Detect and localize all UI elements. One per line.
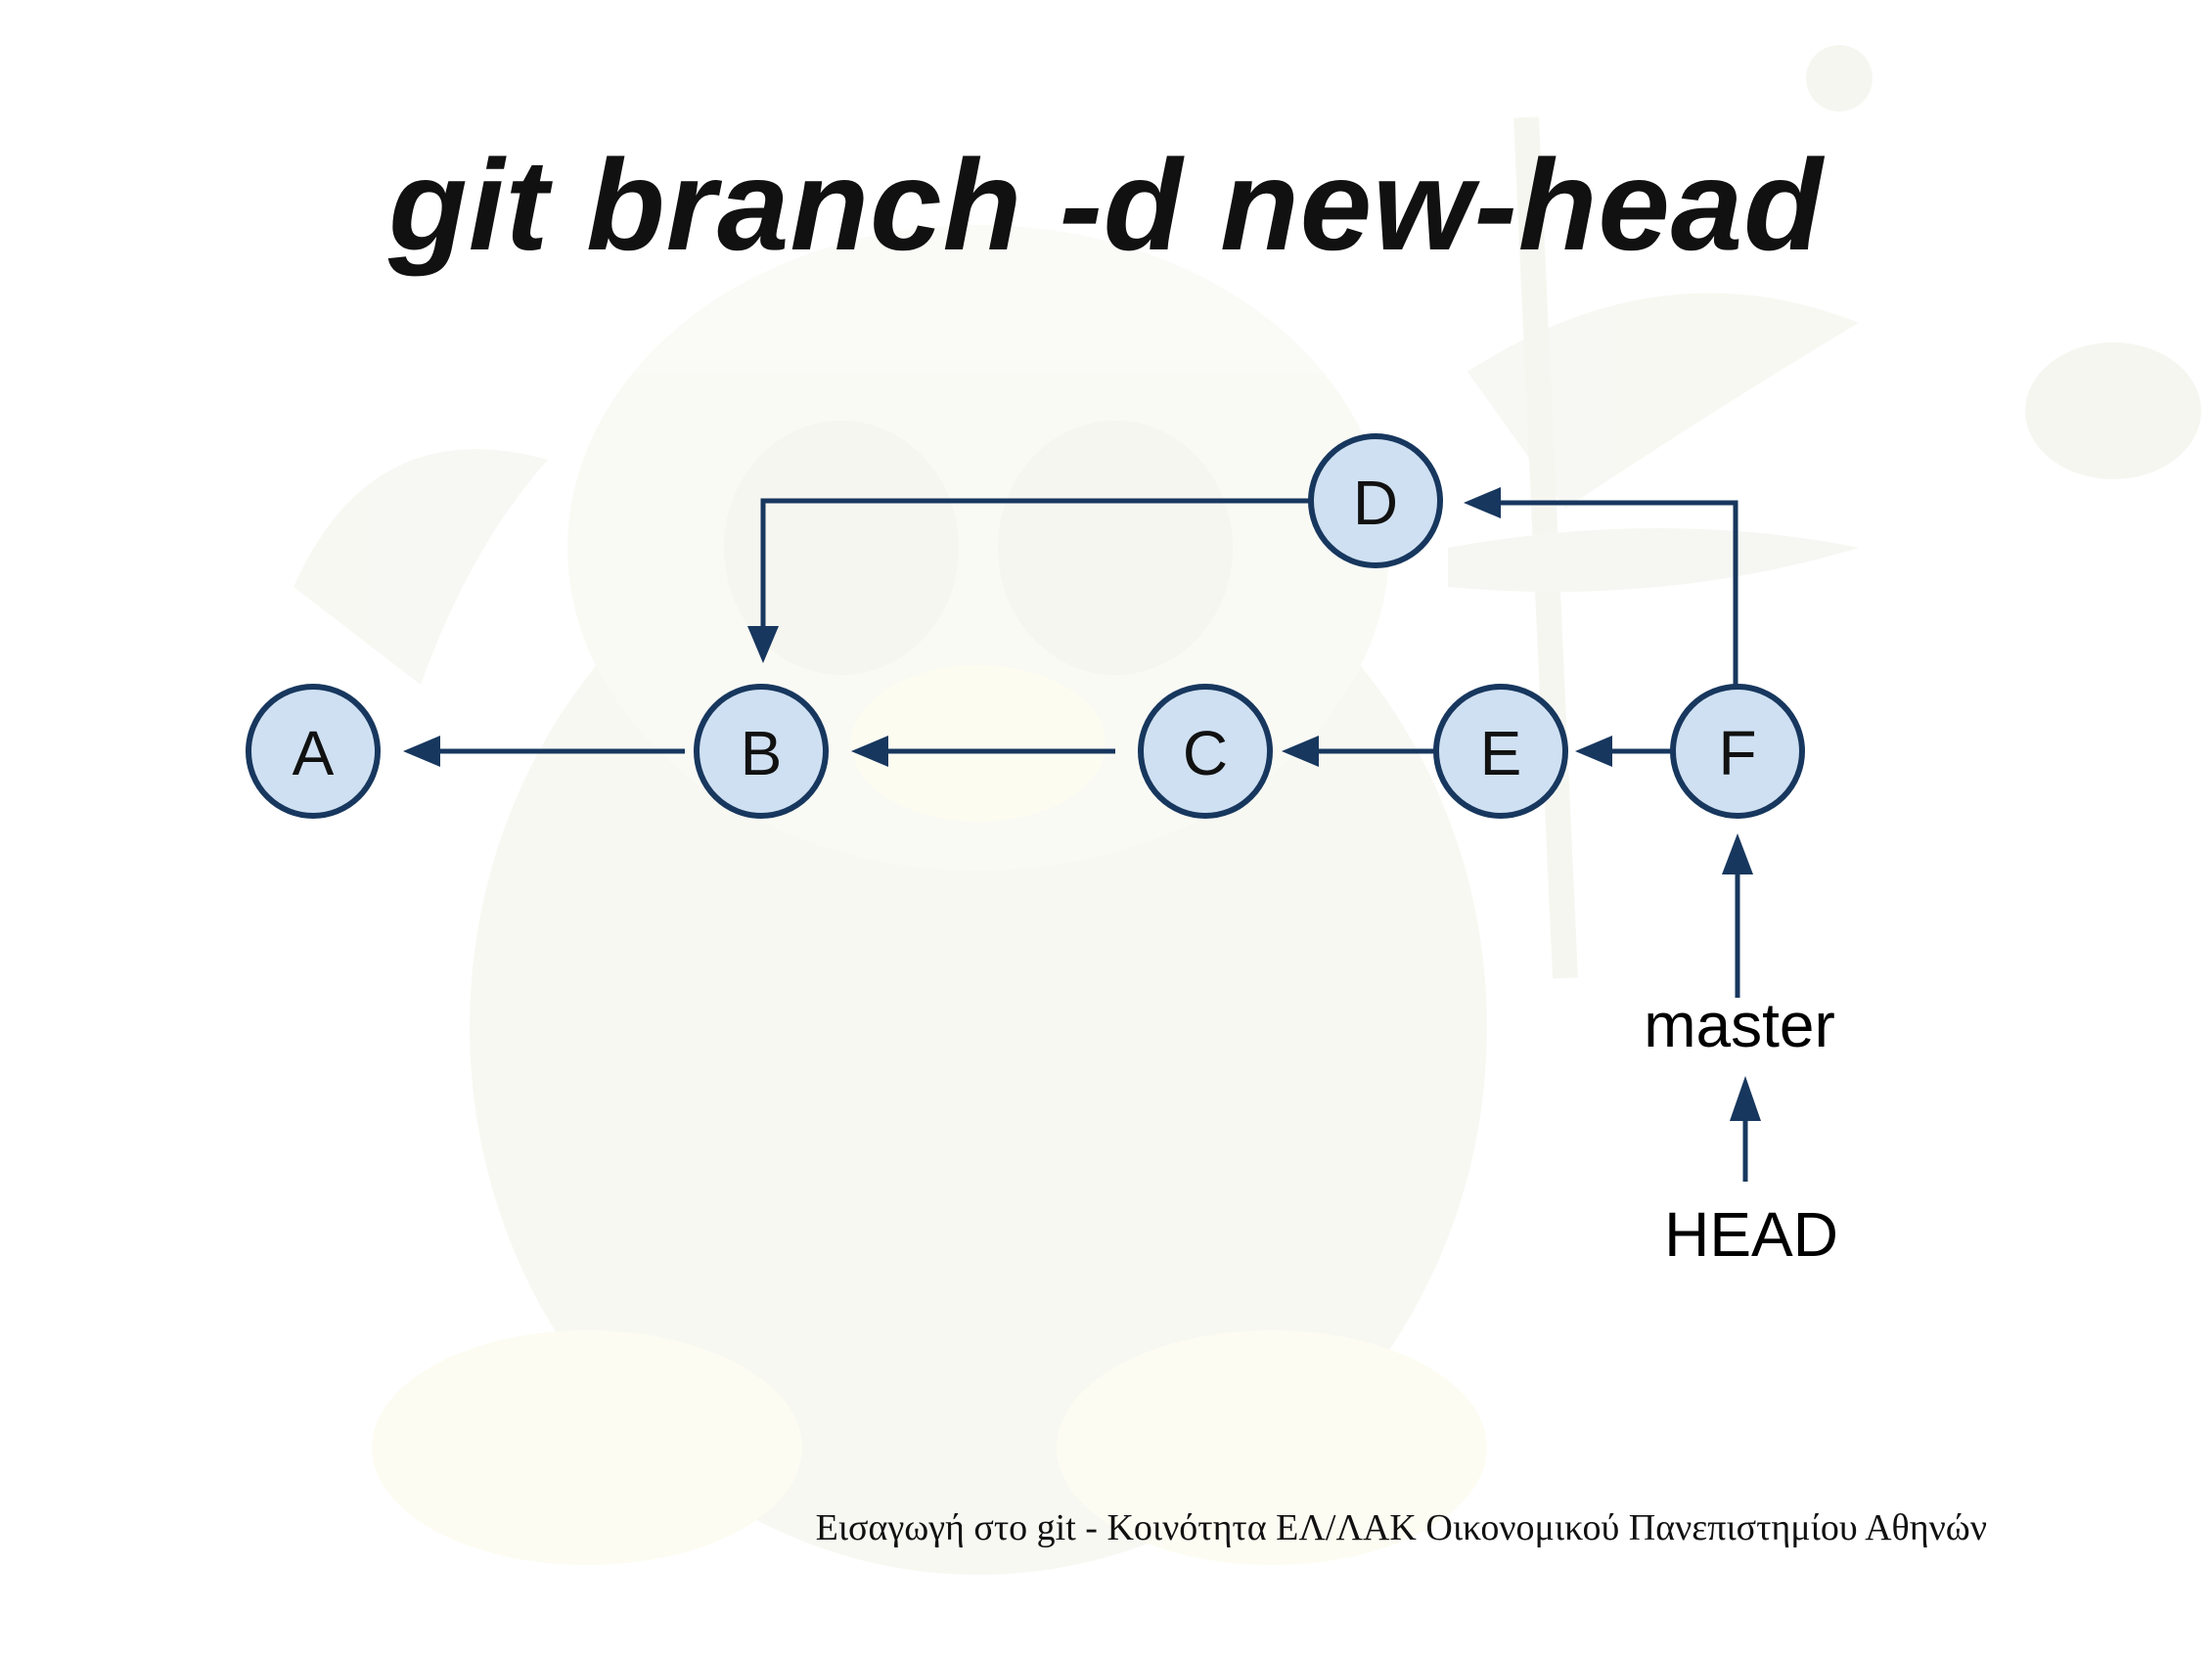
edge-d-to-b (760, 498, 1311, 641)
commit-label-b: B (741, 718, 783, 788)
arrowhead-f (1722, 833, 1753, 874)
commit-node-d: D (1308, 433, 1443, 568)
arrowhead-b-top (747, 626, 779, 663)
commit-label-f: F (1718, 718, 1756, 788)
commit-node-a: A (246, 684, 381, 819)
arrowhead-master (1730, 1076, 1761, 1121)
commit-label-a: A (293, 718, 335, 788)
commit-node-f: F (1670, 684, 1805, 819)
master-ref-label: master (1644, 990, 1835, 1060)
commit-label-d: D (1353, 468, 1398, 538)
commit-node-e: E (1433, 684, 1568, 819)
edge-f-to-d (1487, 500, 1738, 685)
slide-title: git branch -d new-head (388, 133, 1824, 277)
commit-label-e: E (1480, 718, 1522, 788)
commit-label-c: C (1183, 718, 1228, 788)
commit-node-b: B (694, 684, 829, 819)
head-ref-label: HEAD (1664, 1199, 1838, 1270)
arrowhead-b (851, 736, 888, 767)
slide-footer: Εισαγωγή στο git - Κοινότητα ΕΛ/ΛΑΚ Οικο… (815, 1507, 1987, 1548)
arrowhead-a (403, 736, 440, 767)
arrowhead-d (1464, 487, 1501, 518)
commit-node-c: C (1138, 684, 1273, 819)
arrowhead-c (1282, 736, 1319, 767)
arrowhead-e (1575, 736, 1612, 767)
